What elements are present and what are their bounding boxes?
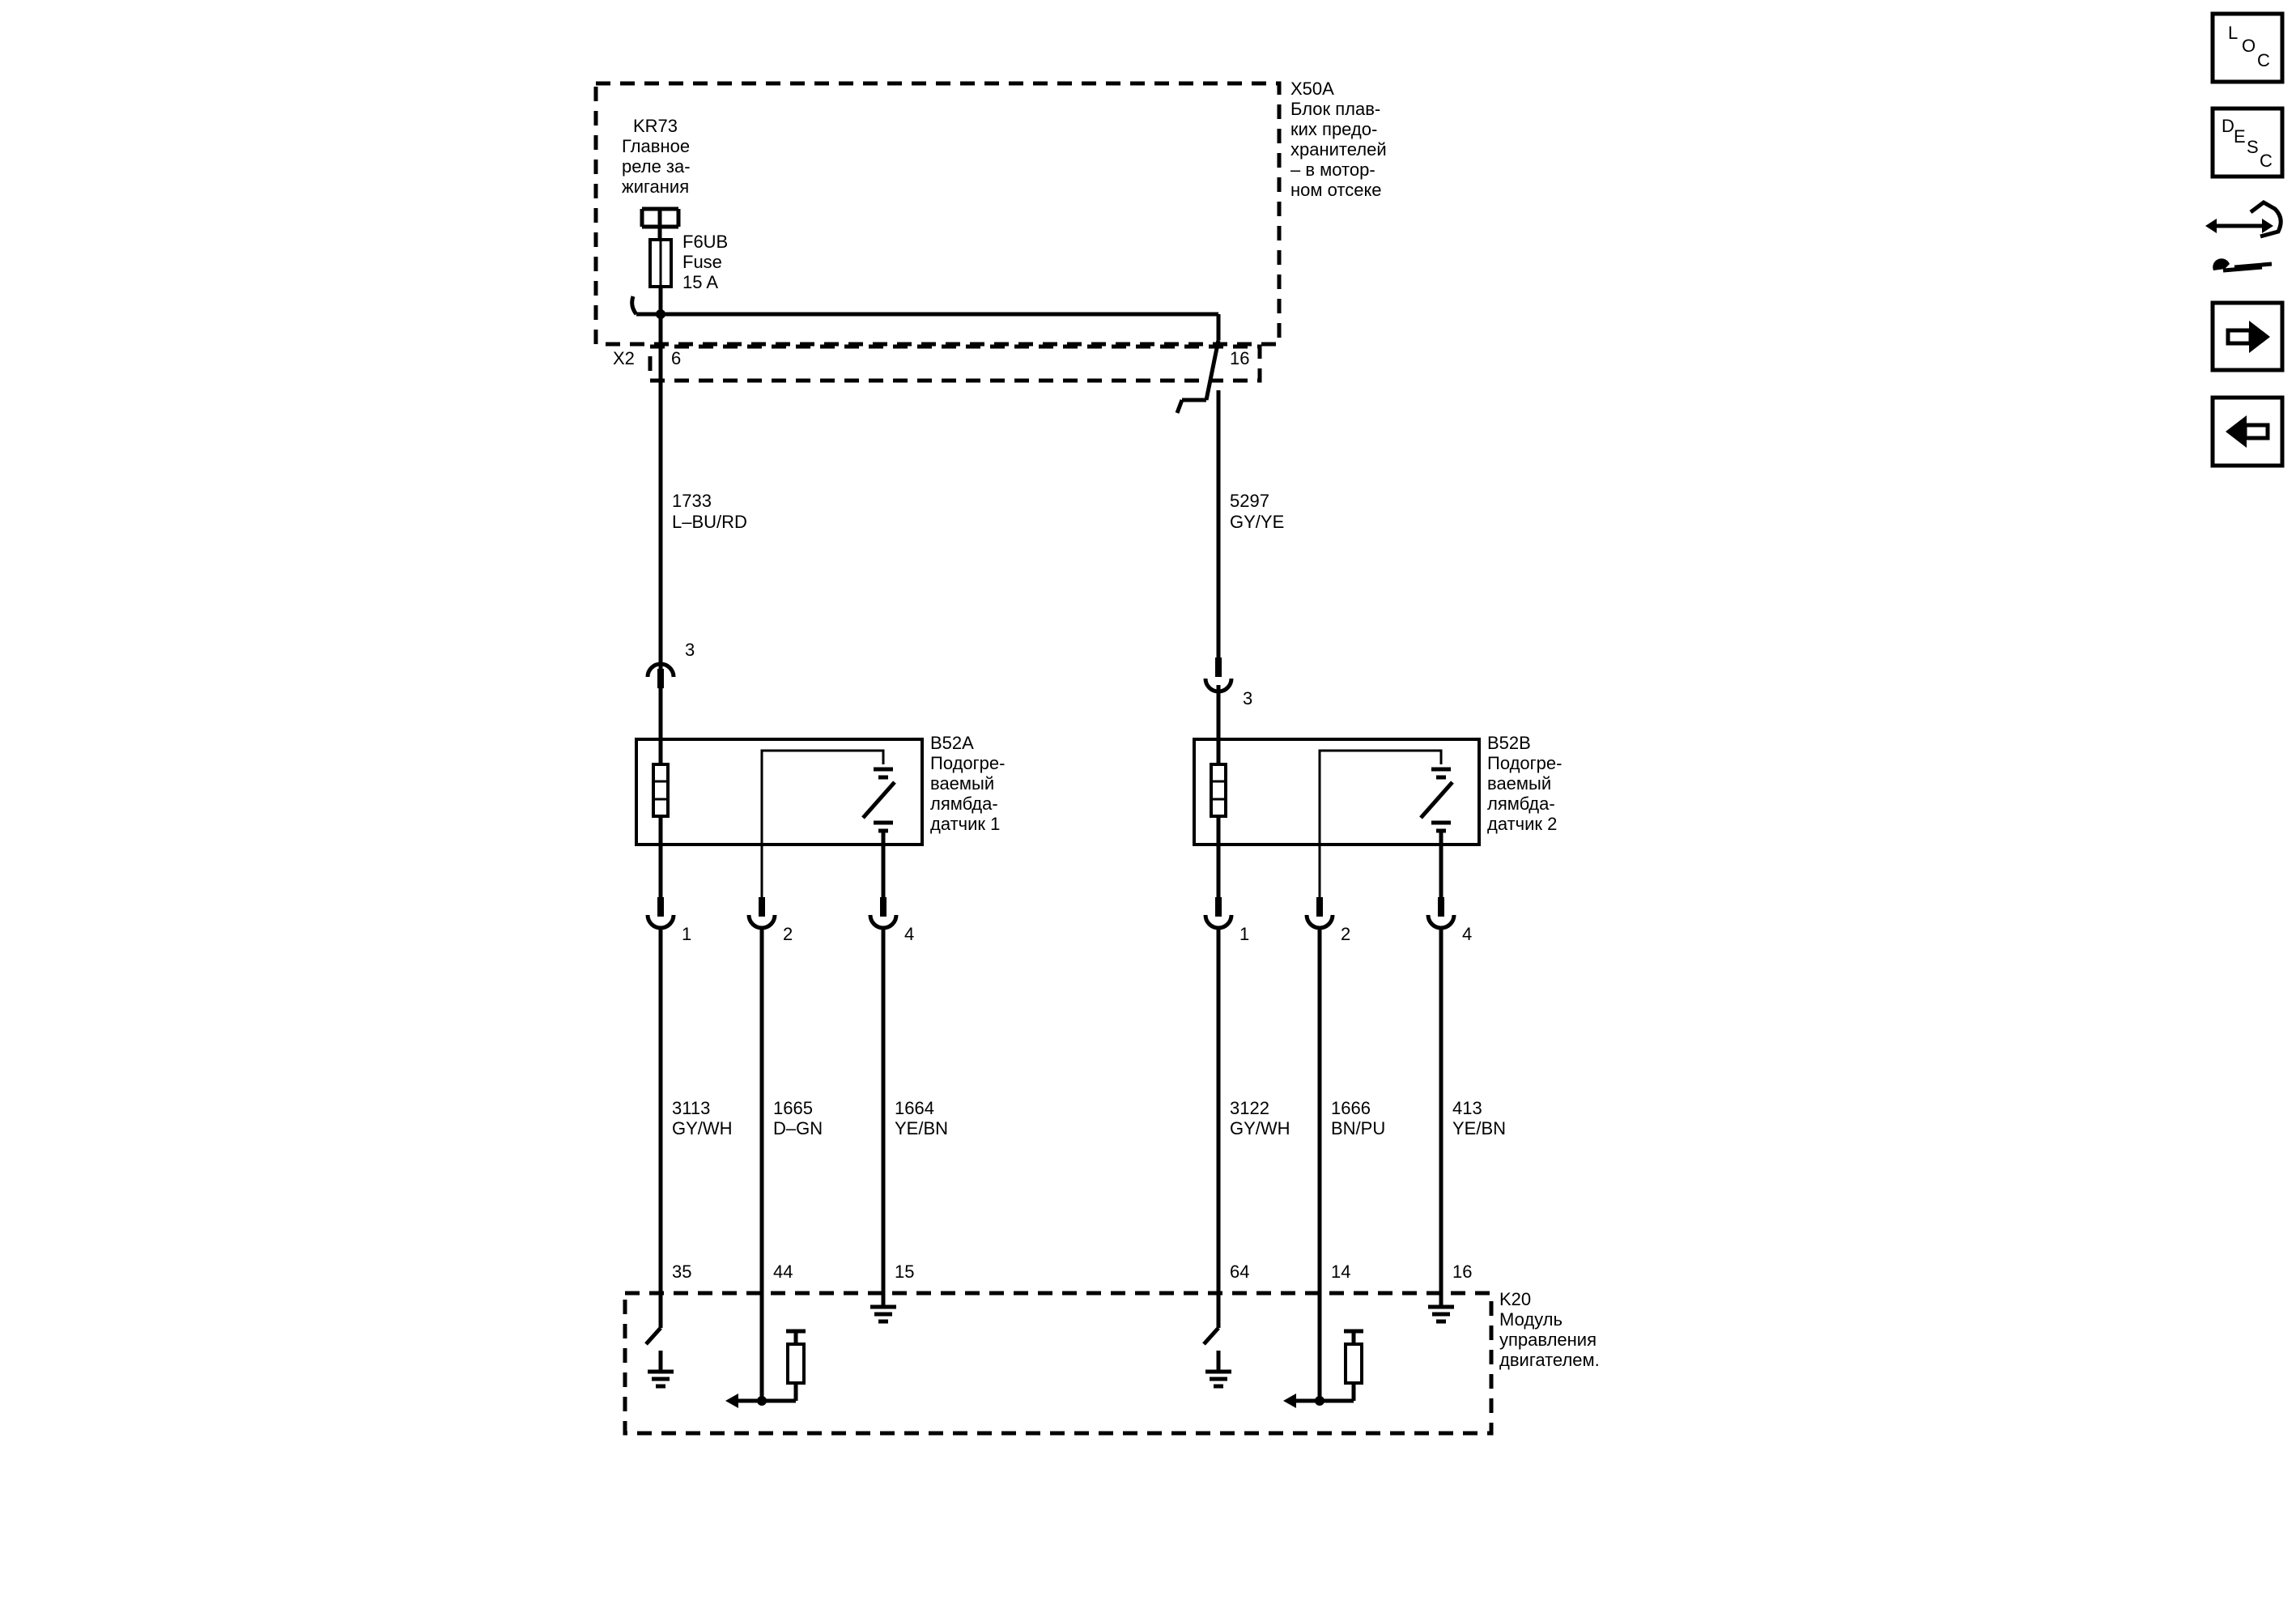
desc-icon: D: [2222, 116, 2234, 136]
sensor-b52a-id: B52A: [930, 733, 974, 753]
relay-desc-3: жигания: [622, 177, 689, 197]
sensor-b52b-box: [1193, 738, 1481, 846]
wire-3122-circuit: 3122: [1230, 1098, 1269, 1118]
sensor-b52b-id: B52B: [1487, 733, 1531, 753]
b52b-pin-4: 4: [1462, 924, 1472, 944]
relay-desc-1: Главное: [622, 136, 690, 156]
b52a-pin-2: 2: [783, 924, 793, 944]
k20-pin-14: 14: [1331, 1262, 1350, 1282]
k20-pin-15: 15: [895, 1262, 914, 1282]
oxygen-cell-icon: [861, 767, 896, 833]
back-arrow-icon: [2226, 415, 2270, 448]
wire-1733-color: L–BU/RD: [672, 512, 747, 532]
module-k20-desc-3: двигателем.: [1499, 1350, 1600, 1370]
fuse-label-3: 15 A: [682, 272, 718, 292]
svg-text:O: O: [2242, 36, 2256, 56]
wire-3113-color: GY/WH: [672, 1118, 733, 1138]
relay-id: KR73: [633, 116, 678, 136]
sensor-bottom-connectors: [645, 897, 1456, 930]
module-signal-input: [1283, 1329, 1363, 1408]
sensor-b52b-desc-4: датчик 2: [1487, 814, 1557, 834]
connector-repair-icon: [2205, 200, 2283, 273]
wire-1664-color: YE/BN: [895, 1118, 948, 1138]
module-k20-desc-2: управления: [1499, 1330, 1597, 1350]
fuse-block-desc-4: – в мотор-: [1290, 160, 1375, 180]
desc-button[interactable]: D E S C: [2210, 106, 2285, 179]
connector-x2-pin-right: 16: [1230, 348, 1249, 368]
wire-5297-circuit: 5297: [1230, 491, 1269, 511]
fuse-label-2: Fuse: [682, 252, 722, 272]
fuse-label-1: F6UB: [682, 232, 728, 252]
wire-5297-color: GY/YE: [1230, 512, 1284, 532]
module-k20-outline: [623, 1291, 1494, 1436]
next-button[interactable]: [2210, 300, 2285, 372]
wire-1664-circuit: 1664: [895, 1098, 934, 1118]
sensor-b52a-box: [635, 738, 924, 846]
b52b-pin-2: 2: [1341, 924, 1350, 944]
k20-pin-16: 16: [1452, 1262, 1472, 1282]
k20-pin-35: 35: [672, 1262, 691, 1282]
module-k20-desc-1: Модуль: [1499, 1309, 1563, 1330]
relay-desc-2: реле за-: [622, 156, 691, 177]
sensor-b52a-desc-2: ваемый: [930, 773, 994, 794]
wire-3113-circuit: 3113: [672, 1098, 710, 1118]
k20-pin-64: 64: [1230, 1262, 1249, 1282]
fuse-block-id: X50A: [1290, 79, 1334, 99]
module-switch-ground: [644, 1326, 674, 1389]
module-signal-input: [725, 1329, 806, 1408]
b52b-pin-1: 1: [1239, 924, 1249, 944]
fuse-block-outline: [593, 81, 1282, 347]
wire-3122-color: GY/WH: [1230, 1118, 1290, 1138]
wire-413-color: YE/BN: [1452, 1118, 1506, 1138]
wire-1665-circuit: 1665: [773, 1098, 813, 1118]
sensor-b52b-desc-2: ваемый: [1487, 773, 1551, 794]
wire-1733-circuit: 1733: [672, 491, 712, 511]
connector-x2-pin-left: 6: [671, 348, 681, 368]
connector-x2-outline: [648, 344, 1262, 383]
sensor-b52b-desc-1: Подогре-: [1487, 753, 1562, 773]
module-k20-id: K20: [1499, 1289, 1531, 1309]
b52b-pin-top: 3: [1243, 688, 1252, 709]
k20-pin-44: 44: [773, 1262, 793, 1282]
svg-text:E: E: [2234, 126, 2246, 147]
module-ground: [870, 1304, 896, 1324]
oxygen-cell-icon: [1419, 767, 1454, 833]
svg-text:C: C: [2257, 50, 2270, 70]
next-arrow-icon: [2226, 321, 2270, 353]
connector-x2-label: X2: [613, 348, 635, 368]
wire-1665-color: D–GN: [773, 1118, 823, 1138]
relay-contact-symbol: [640, 206, 681, 240]
fuse-block-desc-3: хранителей: [1290, 139, 1387, 160]
wire-1666-circuit: 1666: [1331, 1098, 1371, 1118]
wire-1666-color: BN/PU: [1331, 1118, 1385, 1138]
connector-b52a-pin3: [645, 662, 676, 688]
fuse-block-desc-1: Блок плав-: [1290, 99, 1380, 119]
b52a-pin-top: 3: [685, 640, 695, 660]
sensor-b52a-desc-4: датчик 1: [930, 814, 1000, 834]
loc-icon: L: [2228, 23, 2238, 43]
connector-repair-button[interactable]: [2205, 200, 2283, 273]
wire-413-circuit: 413: [1452, 1098, 1482, 1118]
loc-button[interactable]: L O C: [2210, 11, 2285, 84]
fuse-block-desc-2: ких предо-: [1290, 119, 1377, 139]
back-button[interactable]: [2210, 395, 2285, 468]
heater-element-icon: [652, 763, 670, 818]
sensor-b52a-desc-1: Подогре-: [930, 753, 1005, 773]
heater-element-icon: [1210, 763, 1227, 818]
svg-text:C: C: [2260, 151, 2273, 171]
module-ground: [1428, 1304, 1454, 1324]
module-switch-ground: [1202, 1326, 1231, 1389]
sensor-b52a-desc-3: лямбда-: [930, 794, 998, 814]
sensor-b52b-desc-3: лямбда-: [1487, 794, 1555, 814]
fuse-block-desc-5: ном отсеке: [1290, 180, 1382, 200]
svg-text:S: S: [2247, 137, 2259, 157]
b52a-pin-1: 1: [682, 924, 691, 944]
b52a-pin-4: 4: [904, 924, 914, 944]
